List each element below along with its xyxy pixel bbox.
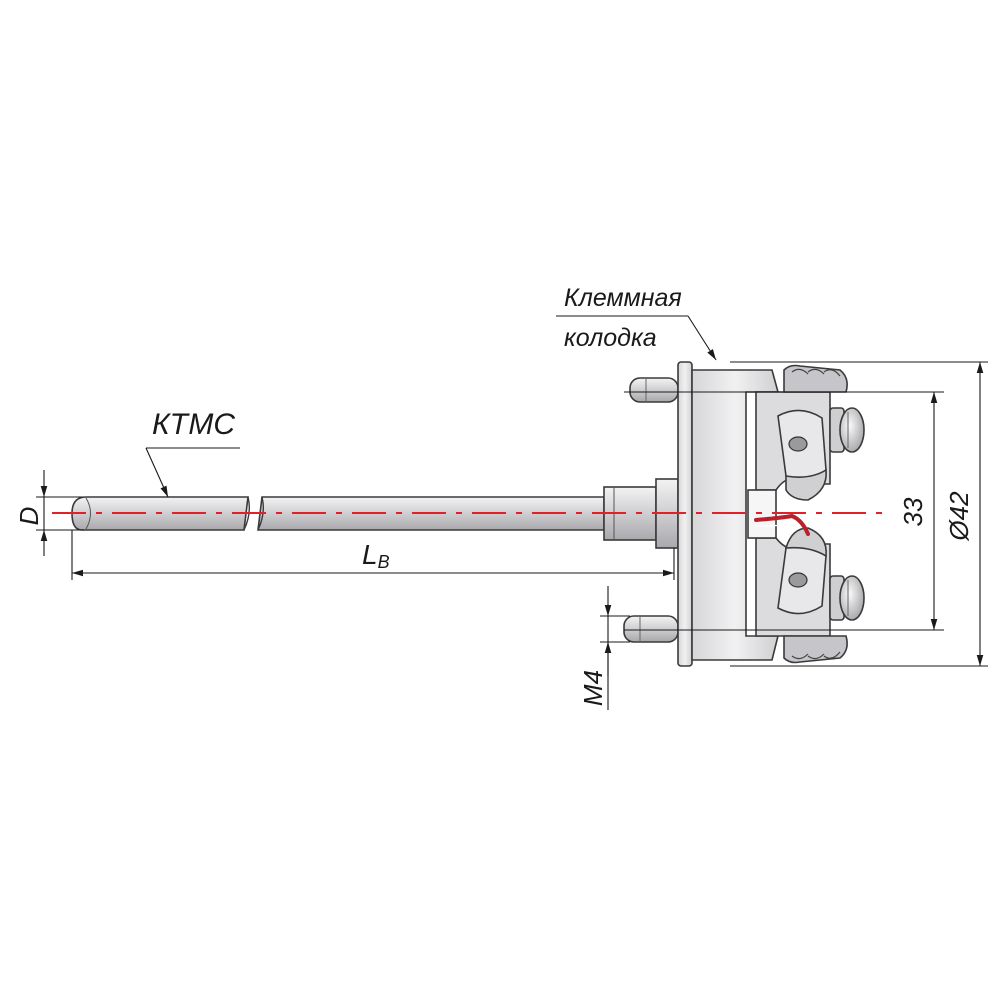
dimension-42-label: Ø42 bbox=[944, 491, 974, 542]
terminal-leader bbox=[556, 315, 717, 361]
dimension-33-label: 33 bbox=[898, 497, 928, 526]
terminal-block bbox=[677, 361, 865, 667]
screw-head-lower bbox=[829, 575, 865, 621]
terminal-label-line2: колодка bbox=[564, 324, 657, 352]
dimension-m4 bbox=[600, 586, 630, 710]
clamp-upper bbox=[777, 409, 827, 501]
clamp-lower bbox=[777, 527, 827, 615]
dimension-m4-label: M4 bbox=[578, 670, 608, 706]
screw-head-upper bbox=[829, 407, 865, 453]
sheath-leader bbox=[145, 447, 240, 498]
dimension-42 bbox=[730, 361, 988, 667]
dimension-length bbox=[71, 530, 675, 580]
dimension-d-label: D bbox=[14, 507, 44, 526]
mounting-pin-top bbox=[629, 377, 679, 403]
wire bbox=[754, 513, 810, 536]
dimension-d bbox=[36, 470, 84, 556]
mounting-pin-bottom bbox=[623, 615, 679, 643]
dimension-33 bbox=[624, 391, 944, 631]
sheath-rod bbox=[71, 496, 605, 531]
dimension-length-label: LB bbox=[362, 539, 390, 572]
sheath-label: КТМС bbox=[152, 408, 235, 441]
terminal-label-line1: Клеммная bbox=[564, 284, 682, 312]
